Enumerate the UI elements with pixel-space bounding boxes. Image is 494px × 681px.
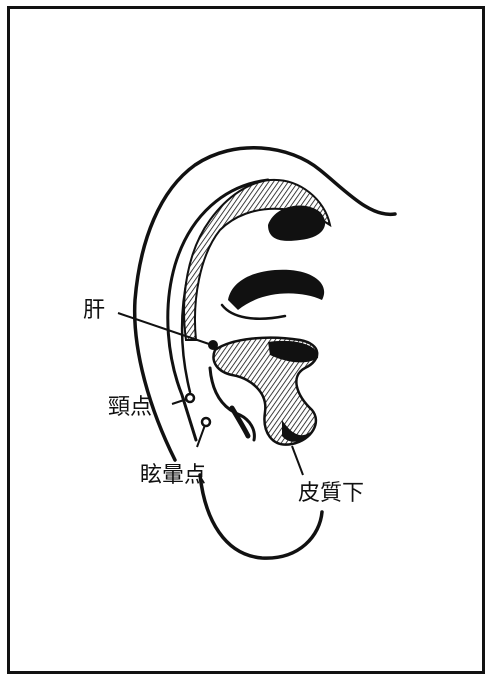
neck-point-marker [186, 394, 194, 402]
triangular-fossa [268, 206, 325, 241]
liver-leader-line [118, 313, 212, 345]
dizziness-point-marker [202, 418, 210, 426]
liver-label: 肝 [83, 300, 105, 322]
dizziness-point-label: 眩暈点 [140, 465, 206, 487]
cymba-conchae [228, 270, 324, 310]
tragus-notch-mark [232, 408, 248, 436]
antihelix-fold [222, 305, 285, 319]
scapha-shading [184, 180, 330, 340]
neck-point-label: 頸点 [108, 397, 152, 419]
subcortex-label: 皮質下 [298, 483, 364, 505]
dizziness-leader-line [197, 425, 205, 447]
liver-point-marker [208, 340, 218, 350]
subcortex-leader-line [292, 446, 303, 475]
